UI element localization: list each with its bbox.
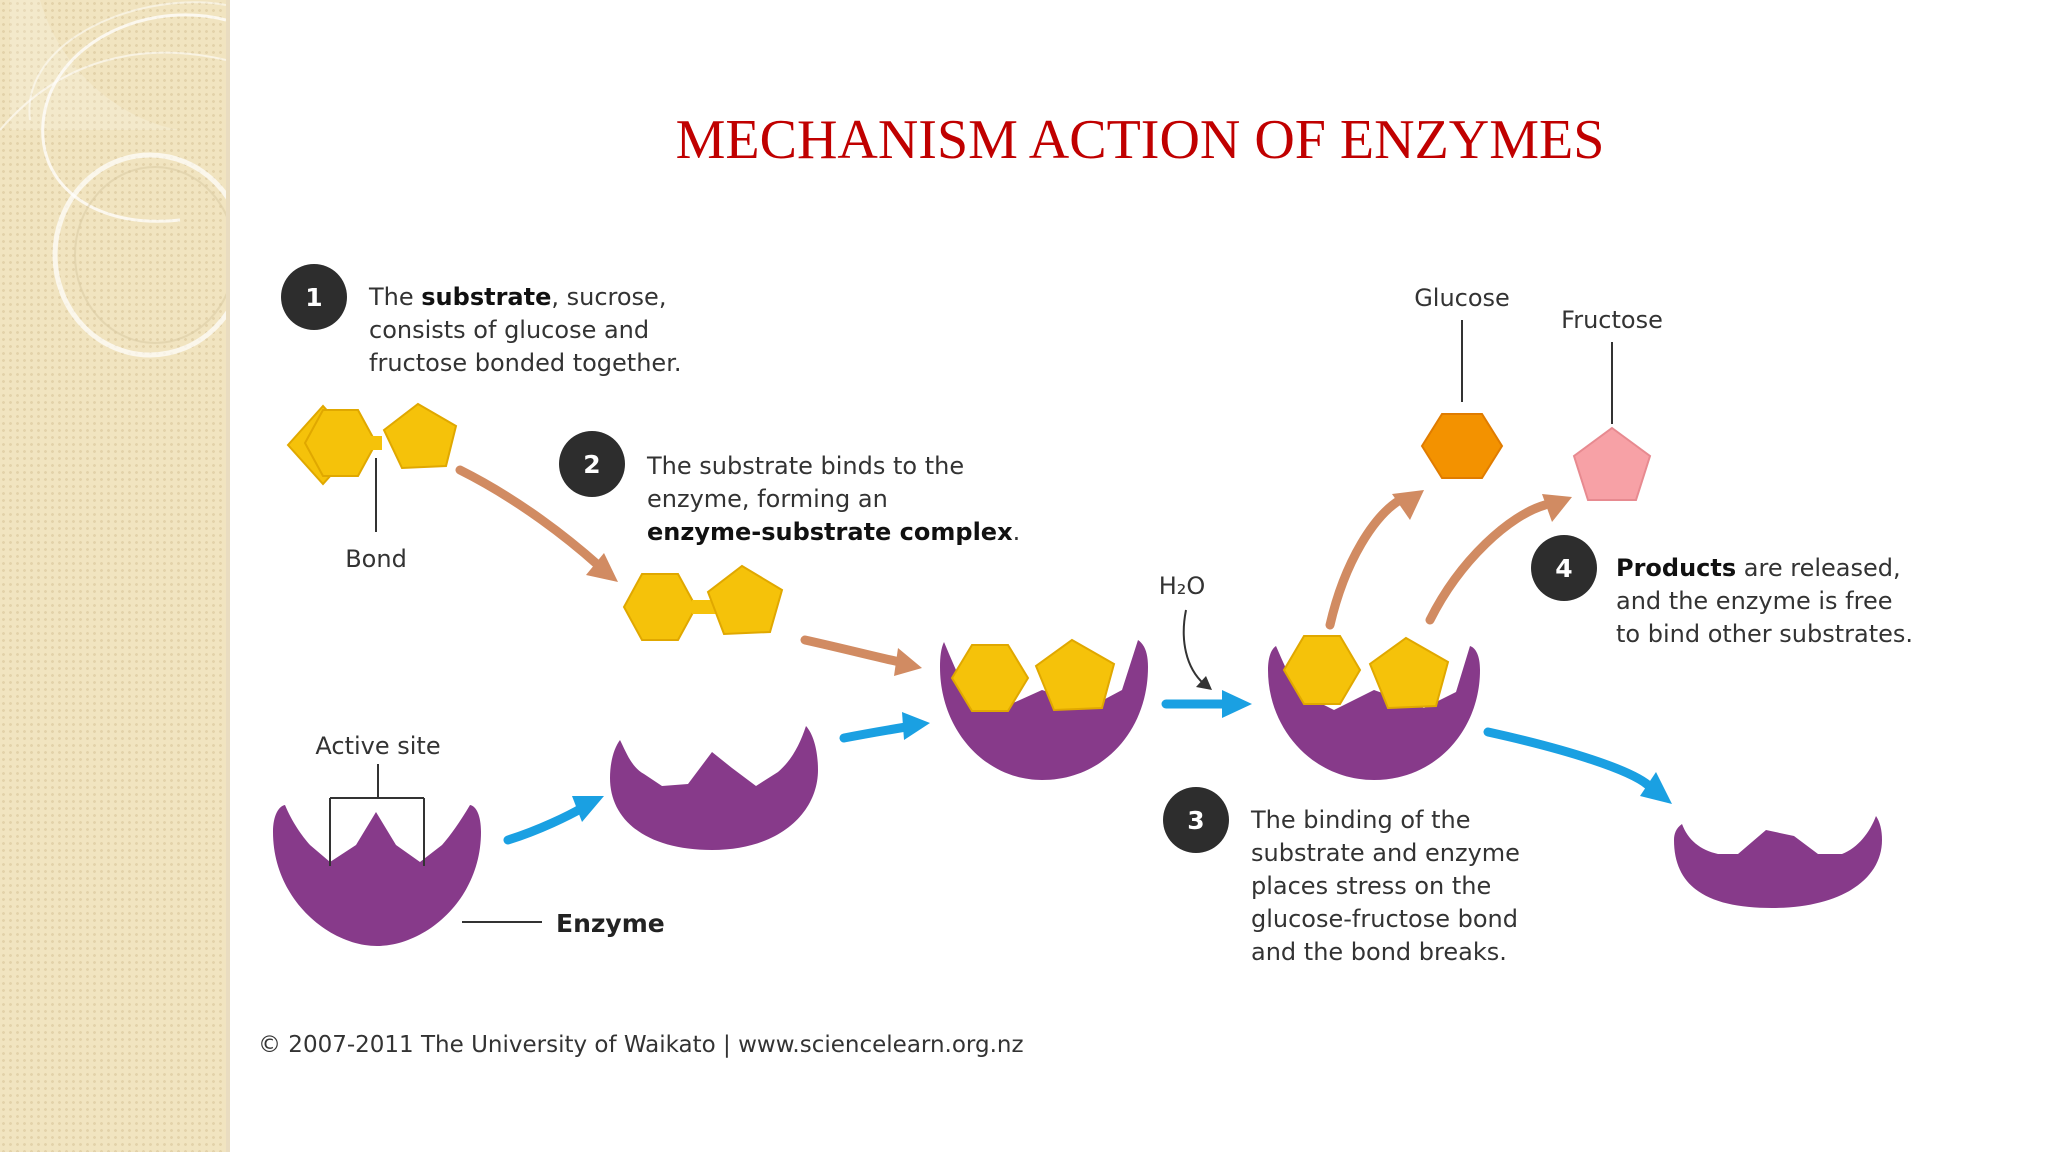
glucose-hexagon-icon [303, 409, 378, 477]
substrate-sucrose [286, 402, 458, 486]
caption-text-run: , sucrose, [551, 283, 666, 311]
fructose-label: Fructose [1561, 306, 1663, 334]
caption-text-run: The substrate binds to the [646, 452, 964, 480]
fructose-pentagon-icon [706, 564, 784, 636]
step-4-badge: 4 [1531, 535, 1597, 601]
glucose-hexagon-icon [622, 573, 698, 641]
caption-text-run: The binding of the [1250, 806, 1471, 834]
caption-text-run: enzyme, forming an [647, 485, 888, 513]
water-label: H₂O [1159, 572, 1206, 600]
substrate-approaching [622, 564, 784, 641]
caption-text-run: The [368, 283, 421, 311]
enzyme-approaching [610, 726, 818, 850]
caption-text-run: and the bond breaks. [1251, 938, 1507, 966]
glucose-hexagon-icon [1282, 635, 1362, 705]
step-2-caption: The substrate binds to the enzyme, formin… [646, 452, 1020, 546]
step-1-badge: 1 [281, 264, 347, 330]
caption-text-run: fructose bonded together. [369, 349, 681, 377]
caption-text-run: and the enzyme is free [1616, 587, 1892, 615]
sidebar-edge [226, 0, 230, 1152]
glucose-label: Glucose [1414, 284, 1510, 312]
glucose-product-hexagon-icon [1420, 413, 1504, 479]
active-site-label: Active site [315, 732, 440, 760]
arrow-substrate-to-complex [800, 635, 922, 676]
caption-text-run: substrate and enzyme [1251, 839, 1520, 867]
arrow-complex-to-cleavage [1161, 690, 1252, 718]
bond-connector [352, 436, 382, 450]
enzyme-released [1674, 816, 1882, 908]
caption-text-run: are released, [1736, 554, 1900, 582]
step-4-caption: Products are released, and the enzyme is … [1616, 554, 1913, 648]
enzyme-label: Enzyme [556, 909, 665, 938]
caption-text-run: Products [1616, 554, 1736, 582]
water-pointer-arrow [1182, 609, 1212, 690]
fructose-product-pentagon-icon [1572, 426, 1652, 501]
caption-text-run: to bind other substrates. [1616, 620, 1913, 648]
arrow-enzyme-release [1483, 727, 1672, 804]
caption-text-run: places stress on the [1251, 872, 1491, 900]
caption-text-run: consists of glucose and [369, 316, 649, 344]
step-2-badge: 2 [559, 431, 625, 497]
step-1-caption: The substrate, sucrose, consists of gluco… [368, 283, 681, 377]
active-site-bracket [329, 764, 425, 866]
fructose-pentagon-icon [382, 402, 458, 470]
caption-text-run: glucose-fructose bond [1251, 905, 1518, 933]
svg-text:3: 3 [1187, 806, 1204, 835]
step-3-badge: 3 [1163, 787, 1229, 853]
glucose-hexagon-icon [950, 644, 1030, 712]
decorative-sidebar [0, 0, 226, 1152]
fructose-pentagon-icon [1368, 636, 1450, 710]
enzyme-free [273, 805, 481, 946]
fructose-pentagon-icon [1034, 638, 1116, 712]
arrow-substrate-to-binding [455, 465, 618, 582]
caption-text-run: substrate [421, 283, 551, 311]
arrow-enzyme-to-binding [503, 796, 604, 845]
enzyme-substrate-complex [940, 638, 1148, 780]
sidebar-swirl-ornament [0, 0, 226, 358]
arrow-release-glucose [1325, 490, 1424, 630]
caption-text-run: enzyme-substrate complex [647, 518, 1013, 546]
enzyme-bond-breaking [1268, 635, 1480, 780]
arrow-release-fructose [1425, 494, 1572, 625]
svg-text:4: 4 [1555, 554, 1572, 583]
step-3-caption: The binding of the substrate and enzyme pl… [1250, 806, 1520, 966]
svg-text:1: 1 [305, 283, 322, 312]
svg-text:2: 2 [583, 450, 600, 479]
arrow-enzyme-to-complex [839, 712, 930, 743]
slide-title: MECHANISM ACTION OF ENZYMES [675, 109, 1605, 171]
copyright-notice: © 2007-2011 The University of Waikato | … [258, 1032, 1024, 1058]
caption-text-run: . [1013, 518, 1021, 546]
bond-label: Bond [345, 545, 407, 573]
